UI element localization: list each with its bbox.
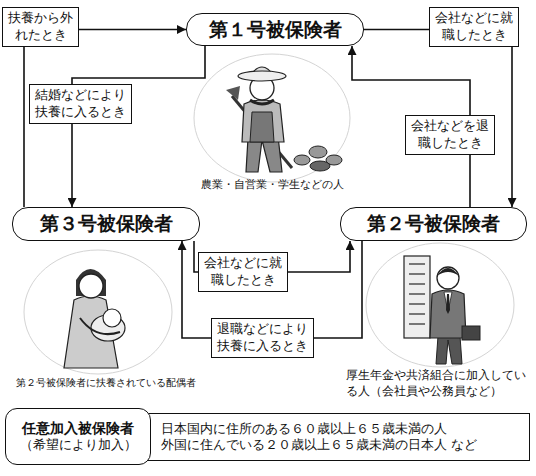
- vegetable-leaf: [310, 161, 330, 171]
- optional-box: 任意加入被保険者（希望により加入）: [5, 408, 151, 465]
- transition-label: 退職などにより扶養に入るとき: [211, 318, 314, 358]
- node-text: 第１号被保険者: [209, 18, 342, 42]
- worker-legs: [436, 336, 462, 364]
- transition-arrow: [24, 30, 186, 208]
- status-box: 第１号被保険者: [186, 13, 364, 46]
- transition-arrow: [72, 46, 205, 207]
- hoe-blade: [226, 86, 240, 100]
- node-text: 任意加入被保険者: [22, 420, 134, 438]
- figure-caption: 厚生年金や共済組合に加入している人（会社員や公務員など）: [346, 368, 528, 399]
- node-text: 外国に住んでいる２０歳以上６５歳未満の日本人 など: [161, 437, 477, 453]
- node-text: 第２号被保険者: [367, 212, 500, 236]
- transition-label: 結婚などにより扶養に入るとき: [29, 84, 132, 124]
- farmer-towel: [250, 100, 274, 104]
- transition-label: 会社などを退職したとき: [405, 115, 495, 155]
- transition-label: 会社などに就職したとき: [198, 252, 288, 292]
- vegetable-leaf: [309, 146, 327, 158]
- farmer-backdrop: [194, 54, 350, 182]
- farmer-body: [242, 100, 284, 142]
- figure-caption: 農業・自営業・学生などの人: [197, 178, 347, 192]
- status-box: 第２号被保険者: [340, 207, 527, 241]
- node-text: （希望により加入）: [20, 437, 137, 453]
- worker-tie: [446, 294, 450, 314]
- worker-backdrop: [366, 243, 514, 367]
- figure-caption: 第２号被保険者に扶養されている配偶者: [16, 376, 196, 389]
- mother-face: [79, 274, 103, 298]
- transition-arrow: [364, 30, 512, 208]
- transition-label: 扶養から外れたとき: [2, 7, 79, 47]
- farmer-hat-brim: [238, 71, 286, 81]
- worker-hair: [437, 268, 459, 276]
- node-text: 日本国内に住所のある６０歳以上６５歳未満の人: [161, 421, 447, 437]
- vegetable-leaf: [294, 155, 310, 165]
- hoe-handle: [232, 96, 292, 168]
- spouse-backdrop: [24, 250, 172, 374]
- worker-face: [437, 267, 459, 289]
- office-building: [404, 256, 430, 338]
- node-text: 第３号被保険者: [40, 212, 173, 236]
- worker-suit: [430, 290, 466, 338]
- mother-arm: [80, 318, 120, 334]
- transition-label: 会社などに就職したとき: [429, 7, 519, 47]
- briefcase: [462, 326, 480, 340]
- status-box: 第３号被保険者: [12, 207, 200, 241]
- baby-face: [103, 309, 121, 327]
- building-windows: [409, 264, 425, 324]
- farmer-overalls: [250, 112, 274, 142]
- note-box: 日本国内に住所のある６０歳以上６５歳未満の人外国に住んでいる２０歳以上６５歳未満…: [146, 413, 530, 461]
